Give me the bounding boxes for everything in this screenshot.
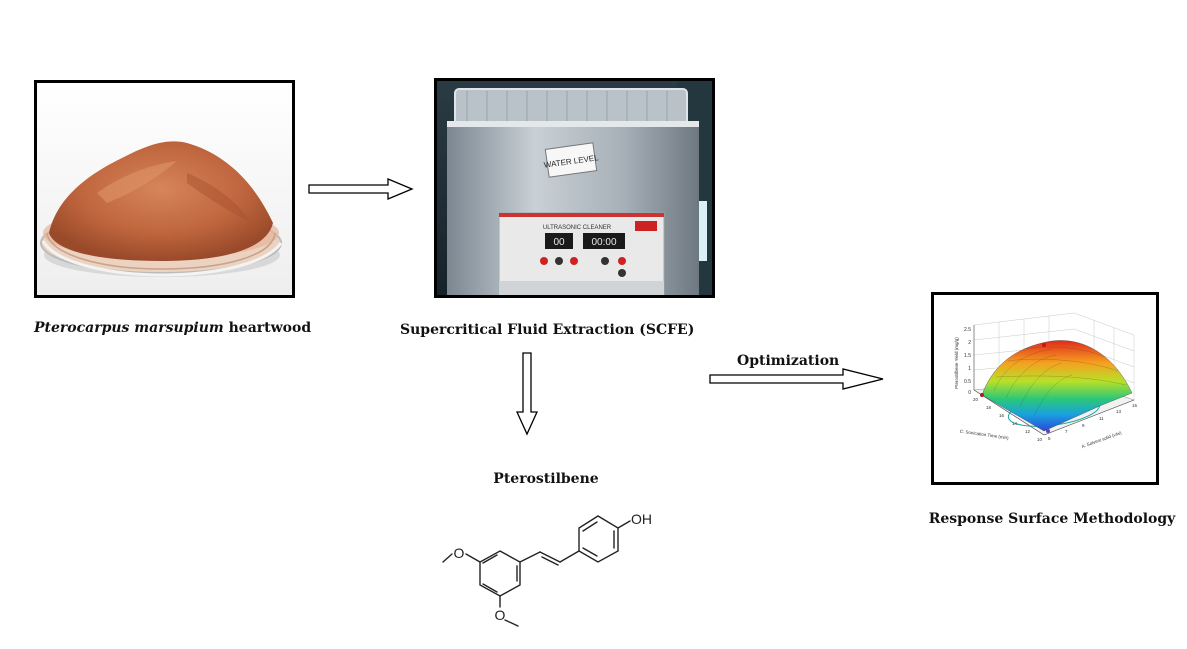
z-tick-1: 2 xyxy=(968,340,971,346)
svg-text:O: O xyxy=(495,607,506,623)
pterostilbene-structure: O O OH xyxy=(442,511,652,627)
display-right: 00:00 xyxy=(591,237,616,248)
z-axis-label: Pterostilbene Yield (mg/g) xyxy=(954,337,959,389)
ultrasonic-bath-photo: WATER LEVEL ULTRASONIC CLEANER 00 00:00 xyxy=(434,78,715,298)
panel-title: ULTRASONIC CLEANER xyxy=(543,225,612,231)
display-left: 00 xyxy=(553,237,565,248)
z-tick-4: 0.5 xyxy=(964,379,971,385)
species-name: Pterocarpus marsupium xyxy=(34,320,224,336)
arrow-down-to-product xyxy=(516,352,538,436)
y-axis-label: C: Sonication Time (min) xyxy=(959,429,1009,441)
z-tick-3: 1 xyxy=(968,366,971,372)
source-caption: Pterocarpus marsupium heartwood xyxy=(34,320,311,336)
y-tick-2: 16 xyxy=(999,413,1005,418)
x-tick-2: 9 xyxy=(1082,423,1085,428)
z-tick-2: 1.5 xyxy=(964,353,971,359)
y-tick-1: 18 xyxy=(986,405,992,410)
plant-part: heartwood xyxy=(223,320,312,336)
svg-text:O: O xyxy=(454,545,465,561)
x-tick-1: 7 xyxy=(1065,429,1068,434)
x-tick-5: 15 xyxy=(1132,403,1138,408)
x-tick-4: 13 xyxy=(1116,409,1122,414)
powder-photo xyxy=(34,80,295,298)
z-tick-0: 2.5 xyxy=(964,327,971,333)
arrow-to-rsm xyxy=(709,368,884,390)
rsm-caption: Response Surface Methodology xyxy=(928,511,1176,527)
hydroxyl-label: OH xyxy=(631,511,652,527)
y-tick-4: 12 xyxy=(1025,429,1031,434)
x-tick-0: 5 xyxy=(1048,436,1051,441)
rsm-surface-plot: 2.5 2 1.5 1 0.5 0 Pterostilbene Yield (m… xyxy=(931,292,1159,485)
extraction-caption: Supercritical Fluid Extraction (SCFE) xyxy=(400,322,695,338)
z-tick-5: 0 xyxy=(968,390,971,396)
y-tick-0: 20 xyxy=(973,397,979,402)
arrow-to-extraction xyxy=(308,178,414,200)
product-caption: Pterostilbene xyxy=(493,471,599,487)
y-tick-3: 14 xyxy=(1012,421,1018,426)
x-tick-3: 11 xyxy=(1099,416,1104,421)
x-axis-label: A: Solvent solid (v/w) xyxy=(1081,430,1123,449)
y-tick-5: 10 xyxy=(1037,437,1043,442)
optimization-label: Optimization xyxy=(737,353,840,369)
